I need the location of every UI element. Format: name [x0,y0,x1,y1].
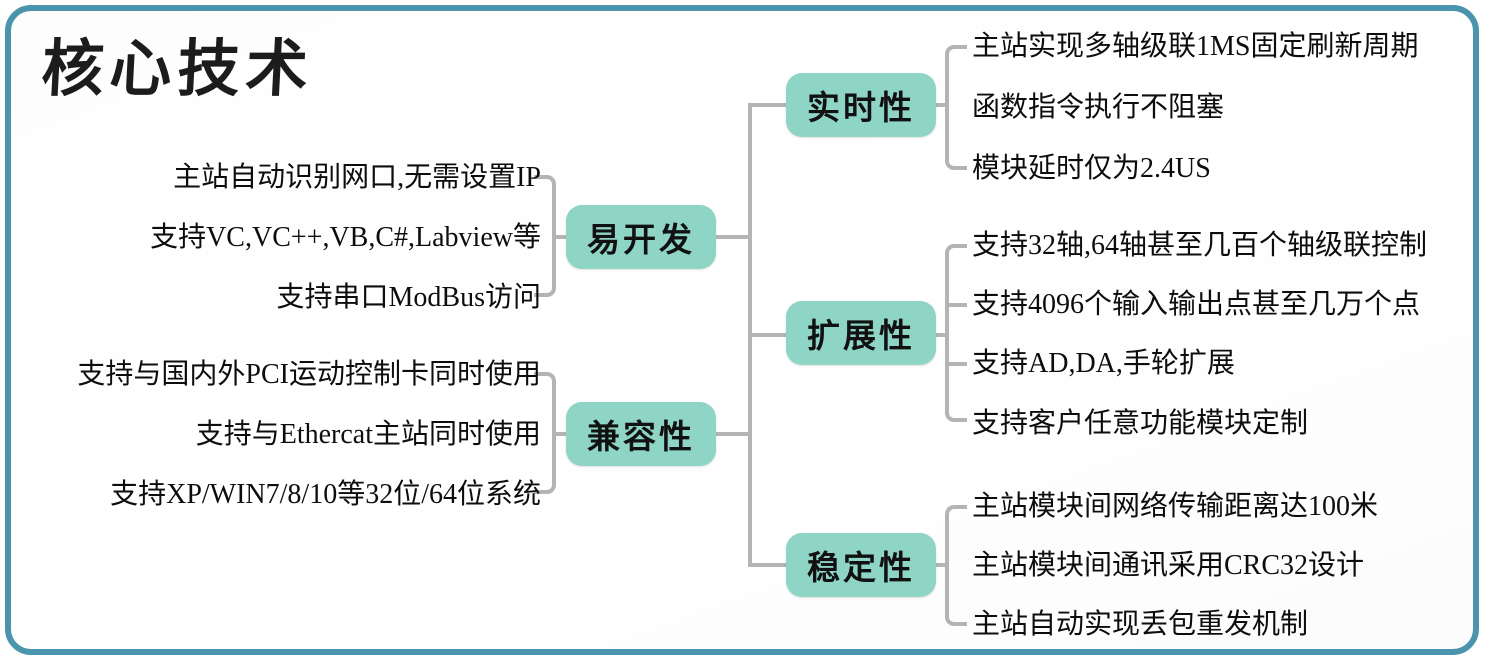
node-scalability-label: 扩展性 [807,316,915,355]
node-realtime-label: 实时性 [807,88,915,127]
leaf-compatibility-2: 支持与Ethercat主站同时使用 [195,419,541,450]
bracket-realtime-stem [936,103,949,107]
node-scalability[interactable]: 扩展性 [786,301,936,365]
trunk-stub-easydev [716,235,750,239]
leaf-easy-dev-1: 主站自动识别网口,无需设置IP [173,162,541,193]
leaf-scalability-3: 支持AD,DA,手轮扩展 [972,348,1235,379]
leaf-scalability-2: 支持4096个输入输出点甚至几万个点 [972,289,1421,320]
trunk-stub-compatibility [716,432,750,436]
bracket-easy-dev-stem [553,235,567,239]
leaf-realtime-1: 主站实现多轴级联1MS固定刷新周期 [972,31,1419,62]
bracket-realtime [945,45,967,170]
node-realtime[interactable]: 实时性 [786,73,936,137]
trunk-stub-scalability [748,333,788,337]
trunk-riser-left [748,235,752,433]
node-stability-label: 稳定性 [807,548,915,587]
leaf-compatibility-1: 支持与国内外PCI运动控制卡同时使用 [77,359,541,390]
bracket-compatibility-stem [553,432,567,436]
bracket-scalability-stem [936,333,949,337]
node-compatibility-label: 兼容性 [587,417,695,456]
leaf-easy-dev-2: 支持VC,VC++,VB,C#,Labview等 [150,222,541,253]
leaf-realtime-3: 模块延时仅为2.4US [972,153,1211,184]
trunk-stub-stability [748,563,788,567]
leaf-compatibility-3: 支持XP/WIN7/8/10等32位/64位系统 [110,479,541,510]
leaf-stability-1: 主站模块间网络传输距离达100米 [972,491,1379,522]
bracket-scalability-arm-3 [945,362,967,366]
node-easy-dev-label: 易开发 [587,220,695,259]
leaf-scalability-4: 支持客户任意功能模块定制 [972,408,1309,439]
page-title: 核心技术 [39,32,316,105]
bracket-stability-stem [936,563,949,567]
leaf-stability-2: 主站模块间通讯采用CRC32设计 [972,550,1365,581]
bracket-scalability-arm-2 [945,303,967,307]
trunk-stub-realtime [748,103,788,107]
node-easy-dev[interactable]: 易开发 [566,205,716,269]
diagram-frame [5,5,1479,655]
leaf-easy-dev-3: 支持串口ModBus访问 [276,282,541,313]
node-stability[interactable]: 稳定性 [786,533,936,597]
leaf-scalability-1: 支持32轴,64轴甚至几百个轴级联控制 [972,230,1428,261]
node-compatibility[interactable]: 兼容性 [566,402,716,466]
leaf-stability-3: 主站自动实现丢包重发机制 [972,609,1309,640]
leaf-realtime-2: 函数指令执行不阻塞 [972,92,1225,123]
